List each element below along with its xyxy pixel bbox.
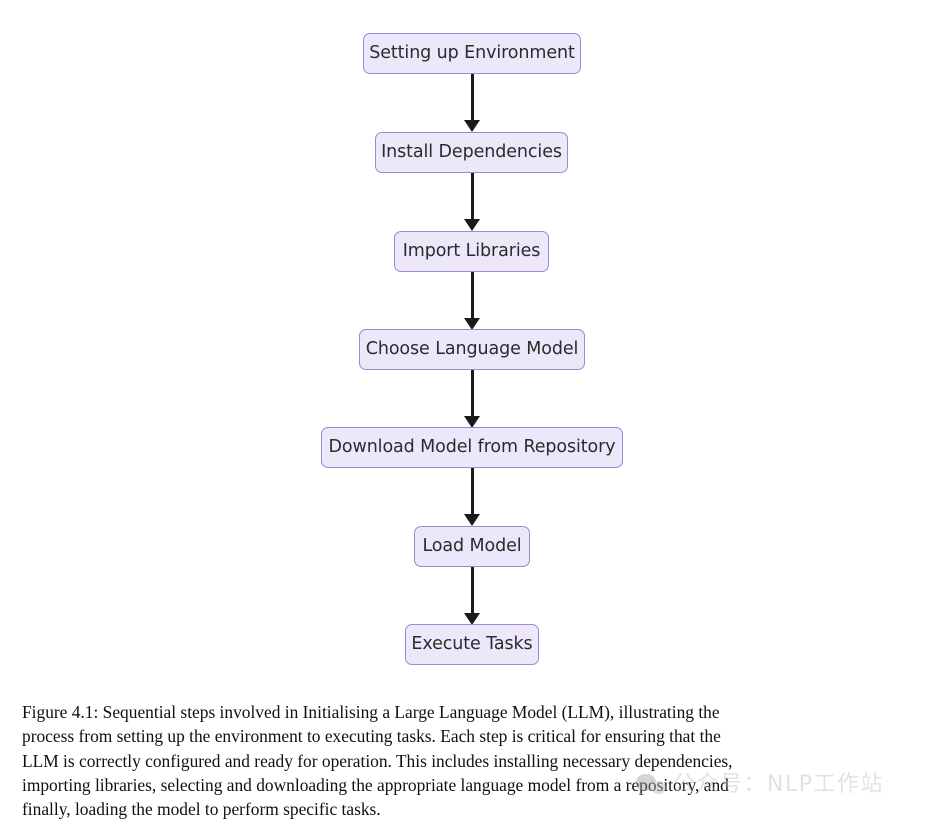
flow-node-load-model: Load Model xyxy=(414,526,530,567)
flow-node-label: Setting up Environment xyxy=(369,42,575,63)
flow-connector-1 xyxy=(470,74,474,124)
caption-line-1: Figure 4.1: Sequential steps involved in… xyxy=(22,700,924,724)
flowchart-diagram: Setting up Environment Install Dependenc… xyxy=(321,33,623,665)
caption-line-5: finally, loading the model to perform sp… xyxy=(22,799,381,820)
flow-node-label: Download Model from Repository xyxy=(328,436,616,457)
flow-arrowhead-3 xyxy=(463,318,480,330)
flow-connector-5 xyxy=(470,468,474,518)
caption-line-text: process from setting up the environment … xyxy=(22,726,721,747)
flow-node-download-model-from-repository: Download Model from Repository xyxy=(321,427,623,468)
flow-node-execute-tasks: Execute Tasks xyxy=(405,624,539,665)
flow-node-label: Install Dependencies xyxy=(381,141,562,162)
caption-line-3: LLM is correctly configured and ready fo… xyxy=(22,749,924,773)
flow-arrowhead-1 xyxy=(463,120,480,132)
caption-line-4: importing libraries, selecting and downl… xyxy=(22,773,924,797)
caption-line-text: Figure 4.1: Sequential steps involved in… xyxy=(22,702,720,722)
flow-node-label: Import Libraries xyxy=(402,240,541,261)
caption-line-2: process from setting up the environment … xyxy=(22,724,924,748)
flow-node-install-dependencies: Install Dependencies xyxy=(375,132,568,173)
flow-arrowhead-4 xyxy=(463,416,480,428)
flow-connector-4 xyxy=(470,370,474,420)
flow-node-import-libraries: Import Libraries xyxy=(394,231,549,272)
flow-connector-2 xyxy=(470,173,474,223)
flow-node-label: Load Model xyxy=(422,535,522,556)
caption-line-text: LLM is correctly configured and ready fo… xyxy=(22,750,733,771)
flow-arrowhead-2 xyxy=(463,219,480,231)
flow-arrowhead-5 xyxy=(463,514,480,526)
flow-node-choose-language-model: Choose Language Model xyxy=(359,329,585,370)
flow-arrowhead-6 xyxy=(463,613,480,625)
flow-node-label: Execute Tasks xyxy=(411,633,533,654)
caption-line-text: importing libraries, selecting and downl… xyxy=(22,774,729,795)
flow-connector-6 xyxy=(470,567,474,617)
flow-node-setting-up-environment: Setting up Environment xyxy=(363,33,581,74)
flow-node-label: Choose Language Model xyxy=(365,338,579,359)
figure-caption: Figure 4.1: Sequential steps involved in… xyxy=(22,700,924,821)
flow-connector-3 xyxy=(470,272,474,322)
